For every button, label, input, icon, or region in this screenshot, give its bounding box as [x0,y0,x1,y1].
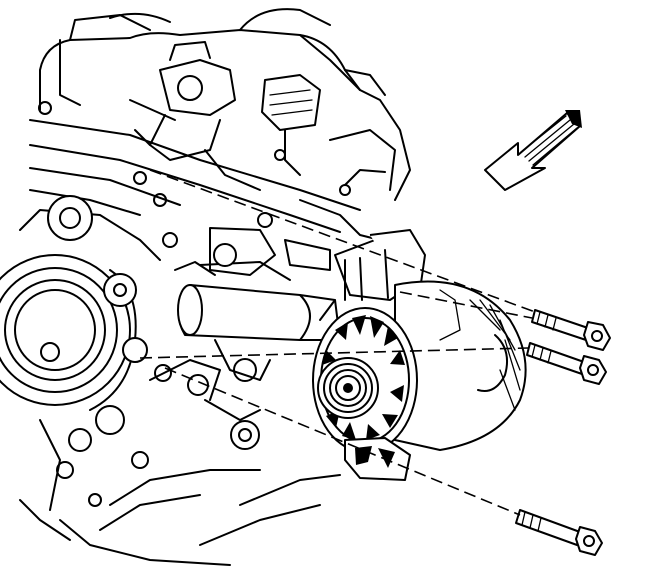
alternator [312,280,527,481]
front-direction-arrow-icon [484,110,582,191]
alternator-bracket [319,229,426,321]
tensioner-pulley [68,273,148,452]
engine-block [19,8,411,566]
idler-pulley [47,195,93,241]
lower-mounting-bolt [515,509,603,556]
coolant-tube [174,243,341,450]
middle-mounting-bolt [526,342,607,385]
upper-mounting-bolt [531,309,611,351]
bolt-alignment-lines [139,169,536,516]
upper-components [38,41,351,276]
